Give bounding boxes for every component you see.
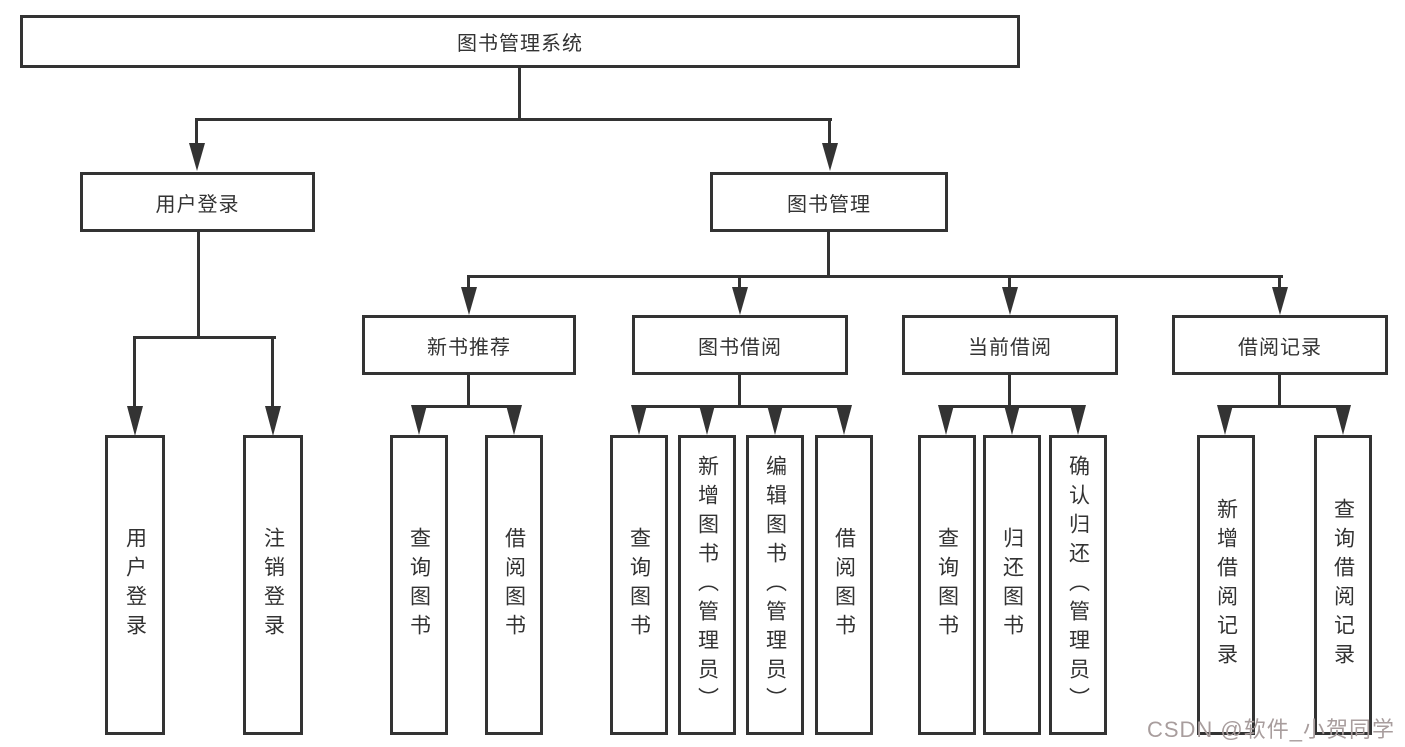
leaf-user-login: 用户登录 (105, 435, 165, 735)
connector-segment (637, 405, 847, 408)
csdn-watermark: CSDN @软件_小贺同学 (1146, 717, 1395, 742)
connector-segment (738, 375, 741, 407)
node-borrow-record: 借阅记录 (1172, 315, 1388, 375)
arrowhead-down-icon (1002, 287, 1018, 315)
arrowhead-down-icon (1335, 405, 1351, 435)
arrowhead-down-icon (631, 405, 647, 435)
connector-segment (738, 275, 741, 289)
leaf-add-borrow-record: 新增借阅记录 (1197, 435, 1255, 735)
arrowhead-down-icon (1004, 405, 1020, 435)
arrowhead-down-icon (732, 287, 748, 315)
leaf-confirm-return-admin: 确认归还（管理员） (1049, 435, 1107, 735)
connector-segment (1008, 375, 1011, 407)
leaf-edit-books-admin: 编辑图书（管理员） (746, 435, 804, 735)
arrowhead-down-icon (189, 143, 205, 171)
connector-segment (467, 275, 1283, 278)
leaf-add-books-admin: 新增图书（管理员） (678, 435, 736, 735)
leaf-query-books-borrow: 查询图书 (610, 435, 668, 735)
branch-user-login: 用户登录 (80, 172, 315, 232)
leaf-query-books-current: 查询图书 (918, 435, 976, 735)
connector-segment (467, 375, 470, 407)
connector-segment (195, 118, 832, 121)
connector-segment (828, 118, 831, 144)
arrowhead-down-icon (699, 405, 715, 435)
arrowhead-down-icon (1070, 405, 1086, 435)
connector-segment (1223, 405, 1346, 408)
arrowhead-down-icon (127, 406, 143, 436)
connector-segment (133, 336, 276, 339)
connector-segment (467, 275, 470, 289)
arrowhead-down-icon (822, 143, 838, 171)
connector-segment (827, 232, 830, 278)
arrowhead-down-icon (411, 405, 427, 435)
connector-segment (518, 68, 521, 118)
connector-segment (133, 336, 136, 408)
arrowhead-down-icon (1217, 405, 1233, 435)
branch-book-management: 图书管理 (710, 172, 948, 232)
arrowhead-down-icon (767, 405, 783, 435)
connector-segment (1008, 275, 1011, 289)
connector-segment (195, 118, 198, 144)
connector-segment (417, 405, 517, 408)
root-node-library-system: 图书管理系统 (20, 15, 1020, 68)
node-new-book-recommend: 新书推荐 (362, 315, 576, 375)
leaf-borrow-books: 借阅图书 (815, 435, 873, 735)
leaf-borrow-books-recommend: 借阅图书 (485, 435, 543, 735)
connector-segment (1278, 375, 1281, 407)
node-book-borrow: 图书借阅 (632, 315, 848, 375)
arrowhead-down-icon (1272, 287, 1288, 315)
connector-segment (197, 232, 200, 336)
connector-segment (1278, 275, 1281, 289)
arrowhead-down-icon (836, 405, 852, 435)
leaf-query-books-recommend: 查询图书 (390, 435, 448, 735)
arrowhead-down-icon (506, 405, 522, 435)
connector-segment (271, 336, 274, 408)
leaf-return-books: 归还图书 (983, 435, 1041, 735)
arrowhead-down-icon (265, 406, 281, 436)
leaf-logout: 注销登录 (243, 435, 303, 735)
leaf-query-borrow-record: 查询借阅记录 (1314, 435, 1372, 735)
arrowhead-down-icon (938, 405, 954, 435)
node-current-borrow: 当前借阅 (902, 315, 1118, 375)
arrowhead-down-icon (461, 287, 477, 315)
